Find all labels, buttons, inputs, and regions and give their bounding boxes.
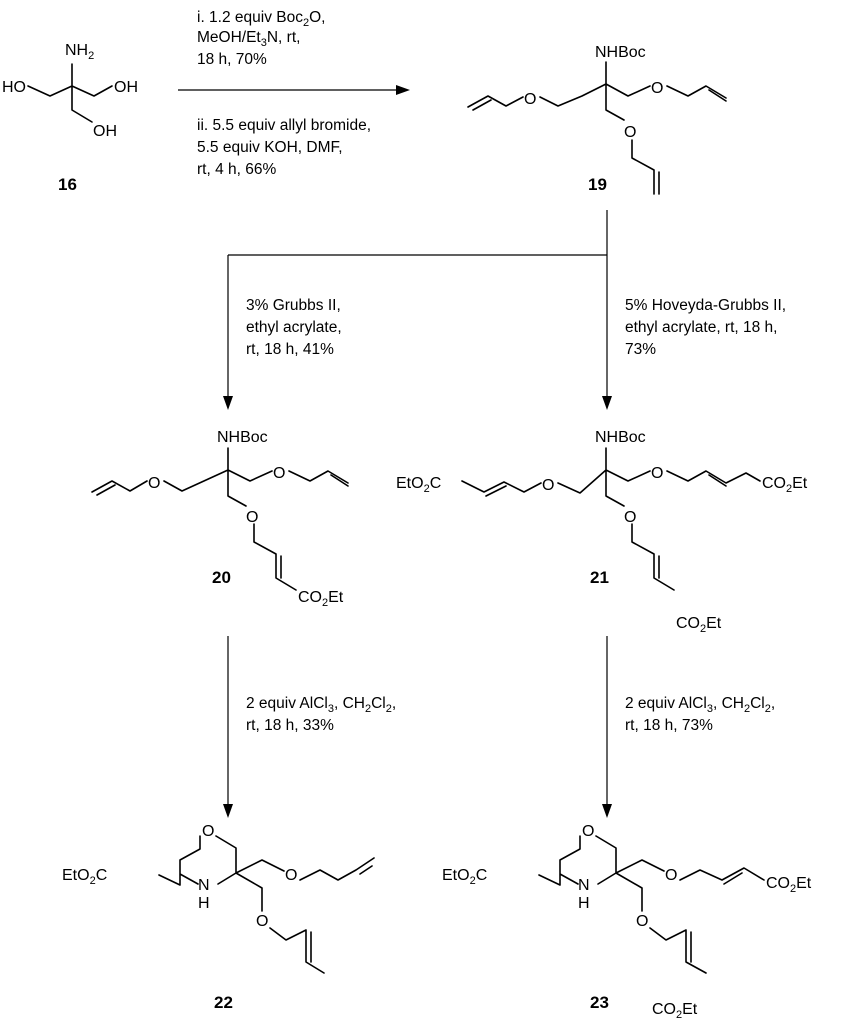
ether-oxygen-21c: O	[624, 509, 636, 526]
svg-text:ethyl acrylate, rt, 18 h,: ethyl acrylate, rt, 18 h,	[625, 319, 778, 336]
conditions-right-branch: 5% Hoveyda-Grubbs II, ethyl acrylate, rt…	[625, 297, 786, 358]
ester-label-21-right: CO2Et	[762, 475, 808, 495]
ester-label-23-right: CO2Et	[766, 875, 812, 895]
ring-nitrogen-23: N	[578, 877, 590, 894]
ether-oxygen-19c: O	[624, 124, 636, 141]
ether-oxygen-23b: O	[636, 913, 648, 930]
ester-label-21-left: EtO2C	[396, 475, 441, 495]
svg-text:5.5 equiv KOH, DMF,: 5.5 equiv KOH, DMF,	[197, 139, 343, 156]
ring-oxygen-23: O	[582, 823, 594, 840]
ether-oxygen-22b: O	[256, 913, 268, 930]
ether-oxygen-20a: O	[148, 475, 160, 492]
branch-arrows	[223, 210, 612, 410]
amine-label: NH2	[65, 42, 94, 62]
conditions-left-branch: 3% Grubbs II, ethyl acrylate, rt, 18 h, …	[246, 297, 342, 358]
nhboc-label-21: NHBoc	[595, 429, 646, 446]
ester-label-23-left: EtO2C	[442, 867, 487, 887]
ether-oxygen-20c: O	[246, 509, 258, 526]
compound-number-16: 16	[58, 175, 77, 194]
ester-label-20: CO2Et	[298, 589, 344, 609]
ether-oxygen-21b: O	[651, 465, 663, 482]
ether-oxygen-20b: O	[273, 465, 285, 482]
compound-number-19: 19	[588, 175, 607, 194]
ether-oxygen-22a: O	[285, 867, 297, 884]
arrow-right-cyclize	[602, 636, 612, 818]
compound-number-21: 21	[590, 568, 609, 587]
compound-23: EtO2C O N H O O CO2Et CO2Et 23	[442, 823, 812, 1021]
svg-text:3% Grubbs II,: 3% Grubbs II,	[246, 297, 341, 314]
arrow-left-cyclize	[223, 636, 233, 818]
svg-text:rt, 18 h, 33%: rt, 18 h, 33%	[246, 717, 334, 734]
svg-text:MeOH/Et3N, rt,: MeOH/Et3N, rt,	[197, 29, 300, 49]
compound-number-23: 23	[590, 993, 609, 1012]
ring-nitrogen-22: N	[198, 877, 210, 894]
svg-text:2 equiv AlCl3, CH2Cl2,: 2 equiv AlCl3, CH2Cl2,	[246, 695, 396, 715]
ether-oxygen-21a: O	[542, 477, 554, 494]
svg-text:rt, 18 h, 41%: rt, 18 h, 41%	[246, 341, 334, 358]
conditions-left-cyclize: 2 equiv AlCl3, CH2Cl2, rt, 18 h, 33%	[246, 695, 396, 734]
svg-text:rt, 4 h, 66%: rt, 4 h, 66%	[197, 161, 276, 178]
compound-19: NHBoc O O O 19	[467, 44, 727, 195]
hydroxyl-label-left: HO	[2, 79, 26, 96]
hydroxyl-label-right: OH	[114, 79, 138, 96]
ester-label-23-bottom: CO2Et	[652, 1001, 698, 1021]
ring-nh-23: H	[578, 895, 590, 912]
ether-oxygen-23a: O	[665, 867, 677, 884]
ring-oxygen-22: O	[202, 823, 214, 840]
ring-nh-22: H	[198, 895, 210, 912]
compound-16: NH2 HO OH OH 16	[2, 42, 138, 194]
svg-text:ethyl acrylate,: ethyl acrylate,	[246, 319, 342, 336]
compound-number-22: 22	[214, 993, 233, 1012]
ether-oxygen-19b: O	[651, 80, 663, 97]
compound-21: EtO2C NHBoc O O O CO2Et CO2Et 21	[396, 429, 808, 635]
ester-label-22: EtO2C	[62, 867, 107, 887]
svg-text:rt, 18 h, 73%: rt, 18 h, 73%	[625, 717, 713, 734]
compound-number-20: 20	[212, 568, 231, 587]
hydroxyl-label-bottom: OH	[93, 123, 117, 140]
conditions-step1: i. 1.2 equiv Boc2O, MeOH/Et3N, rt, 18 h,…	[197, 9, 371, 178]
ether-oxygen-19a: O	[524, 91, 536, 108]
compound-22: EtO2C O N H O O 22	[62, 823, 375, 1012]
ester-label-21-bottom: CO2Et	[676, 615, 722, 635]
arrow-step1	[178, 85, 410, 95]
svg-text:ii. 5.5 equiv allyl bromide,: ii. 5.5 equiv allyl bromide,	[197, 117, 371, 134]
nhboc-label-19: NHBoc	[595, 44, 646, 61]
svg-text:2 equiv AlCl3, CH2Cl2,: 2 equiv AlCl3, CH2Cl2,	[625, 695, 775, 715]
svg-text:73%: 73%	[625, 341, 656, 358]
svg-text:i. 1.2 equiv Boc2O,: i. 1.2 equiv Boc2O,	[197, 9, 325, 29]
nhboc-label-20: NHBoc	[217, 429, 268, 446]
compound-20: NHBoc O O O CO2Et 20	[91, 429, 349, 609]
conditions-right-cyclize: 2 equiv AlCl3, CH2Cl2, rt, 18 h, 73%	[625, 695, 775, 734]
svg-text:5% Hoveyda-Grubbs II,: 5% Hoveyda-Grubbs II,	[625, 297, 786, 314]
svg-text:18 h, 70%: 18 h, 70%	[197, 51, 267, 68]
